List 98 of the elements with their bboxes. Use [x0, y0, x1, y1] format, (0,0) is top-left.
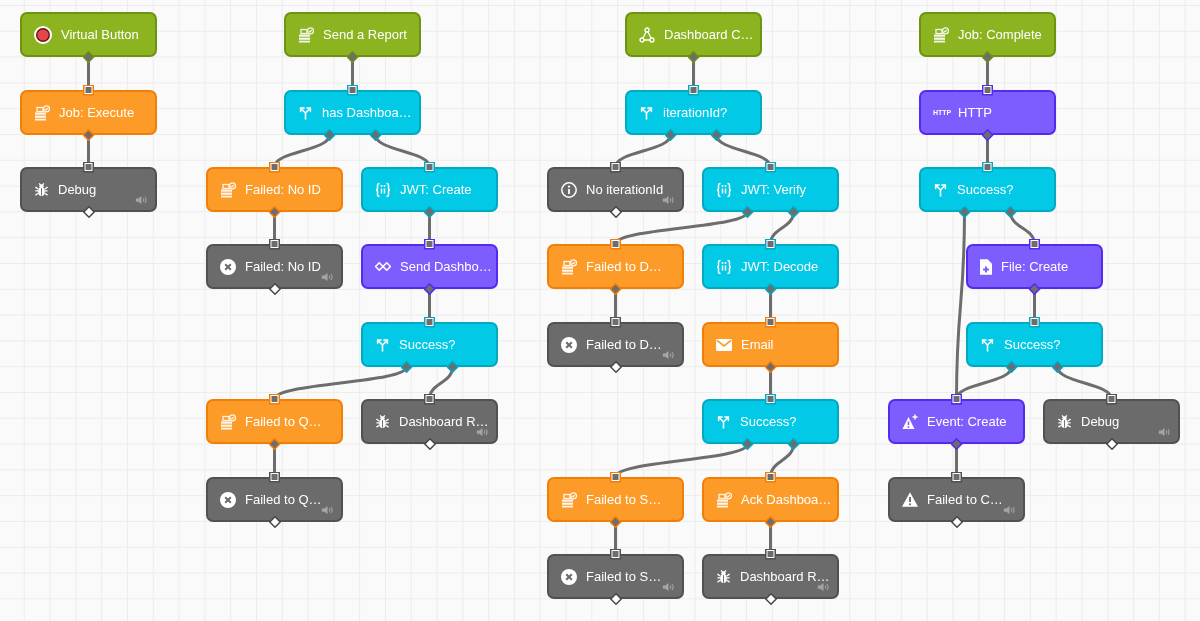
- node-label: iterationId?: [663, 105, 728, 120]
- connector: [1028, 283, 1041, 328]
- node-label: Failed to S…: [586, 492, 662, 507]
- workflow-node: [284, 12, 421, 57]
- workflow-node: [919, 167, 1056, 212]
- connector: [268, 438, 281, 483]
- workflow-node: [20, 90, 157, 135]
- node-label: Success?: [957, 182, 1014, 197]
- connector: [1051, 361, 1117, 405]
- workflow-node: [1043, 399, 1180, 444]
- connector: [424, 361, 459, 405]
- workflow-node: [361, 244, 498, 289]
- workflow-node: [625, 12, 762, 57]
- workflow-node: [625, 90, 762, 135]
- workflow-node: [888, 477, 1025, 522]
- node-label: Job: Execute: [59, 105, 135, 120]
- node-label: Email: [741, 337, 774, 352]
- node-label: has Dashboa…: [322, 105, 412, 120]
- connector: [82, 129, 95, 173]
- workflow-node: [966, 322, 1103, 367]
- node-label: Virtual Button: [61, 27, 139, 42]
- connector: [687, 51, 700, 96]
- workflow-node: [20, 167, 157, 212]
- workflow-node: [206, 167, 343, 212]
- connector: [269, 361, 413, 405]
- workflow-node: [361, 167, 498, 212]
- connector: [764, 283, 777, 328]
- connector: [423, 206, 436, 250]
- workflow-node: [206, 399, 343, 444]
- workflow-node: [702, 322, 839, 367]
- connector: [423, 283, 436, 328]
- connector: [269, 129, 336, 173]
- workflow-node: [206, 477, 343, 522]
- node-label: Dashboard C…: [664, 27, 754, 42]
- connector: [951, 361, 1018, 405]
- connector: [765, 438, 800, 483]
- node-label: No iterationId: [586, 182, 664, 197]
- connector: [981, 129, 994, 173]
- node-label: Send a Report: [323, 27, 407, 42]
- connector: [1004, 206, 1040, 250]
- node-label: HTTP: [958, 105, 992, 120]
- workflow-node: [284, 90, 421, 135]
- connector: [710, 129, 776, 173]
- connector: [764, 361, 777, 405]
- workflow-node: [919, 90, 1056, 135]
- node-label: Failed to D…: [586, 337, 662, 352]
- workflow-node: [702, 244, 839, 289]
- node-label: Failed to Q…: [245, 414, 322, 429]
- workflow-node: [702, 477, 839, 522]
- connector: [981, 51, 994, 96]
- workflow-node: [966, 244, 1103, 289]
- node-label: Ack Dashboa…: [741, 492, 832, 507]
- workflow-node: [20, 12, 157, 57]
- node-label: Failed: No ID: [245, 182, 321, 197]
- node-label: Failed to D…: [586, 259, 662, 274]
- workflow-node: [702, 167, 839, 212]
- node-label: Job: Complete: [958, 27, 1042, 42]
- workflow-node: [547, 167, 684, 212]
- connector: [765, 206, 800, 250]
- node-label: Failed to C…: [927, 492, 1003, 507]
- workflow-node: [547, 322, 684, 367]
- connector: [346, 51, 359, 96]
- node-label: Debug: [58, 182, 97, 197]
- node-label: Dashboard R…: [399, 414, 489, 429]
- workflow-node: [361, 322, 498, 367]
- workflow-node: [888, 399, 1025, 444]
- node-label: Success?: [399, 337, 456, 352]
- connector: [610, 129, 677, 173]
- connector: [609, 283, 622, 328]
- workflow-node: [919, 12, 1056, 57]
- node-label: JWT: Create: [400, 182, 472, 197]
- node-label: Debug: [1081, 414, 1120, 429]
- workflow-node: [361, 399, 498, 444]
- connector: [950, 438, 963, 483]
- workflow-node: [547, 477, 684, 522]
- node-label: Failed to Q…: [245, 492, 322, 507]
- node-label: Success?: [1004, 337, 1061, 352]
- connector: [268, 206, 281, 250]
- node-label: Event: Create: [927, 414, 1007, 429]
- connector: [610, 438, 754, 483]
- workflow-node: [547, 244, 684, 289]
- connector: [82, 51, 95, 96]
- connector: [764, 516, 777, 560]
- connector: [609, 516, 622, 560]
- connector: [369, 129, 435, 173]
- node-label: Success?: [740, 414, 797, 429]
- node-label: Failed: No ID: [245, 259, 321, 274]
- node-label: JWT: Decode: [741, 259, 819, 274]
- workflow-node: [547, 554, 684, 599]
- node-label: Send Dashbo…: [400, 259, 492, 274]
- workflow-node: [702, 399, 839, 444]
- node-label: JWT: Verify: [741, 182, 806, 197]
- connector: [610, 206, 754, 250]
- node-label: Dashboard R…: [740, 569, 830, 584]
- workflow-node: [206, 244, 343, 289]
- node-label: Failed to S…: [586, 569, 662, 584]
- workflow-node: [702, 554, 839, 599]
- node-label: File: Create: [1001, 259, 1069, 274]
